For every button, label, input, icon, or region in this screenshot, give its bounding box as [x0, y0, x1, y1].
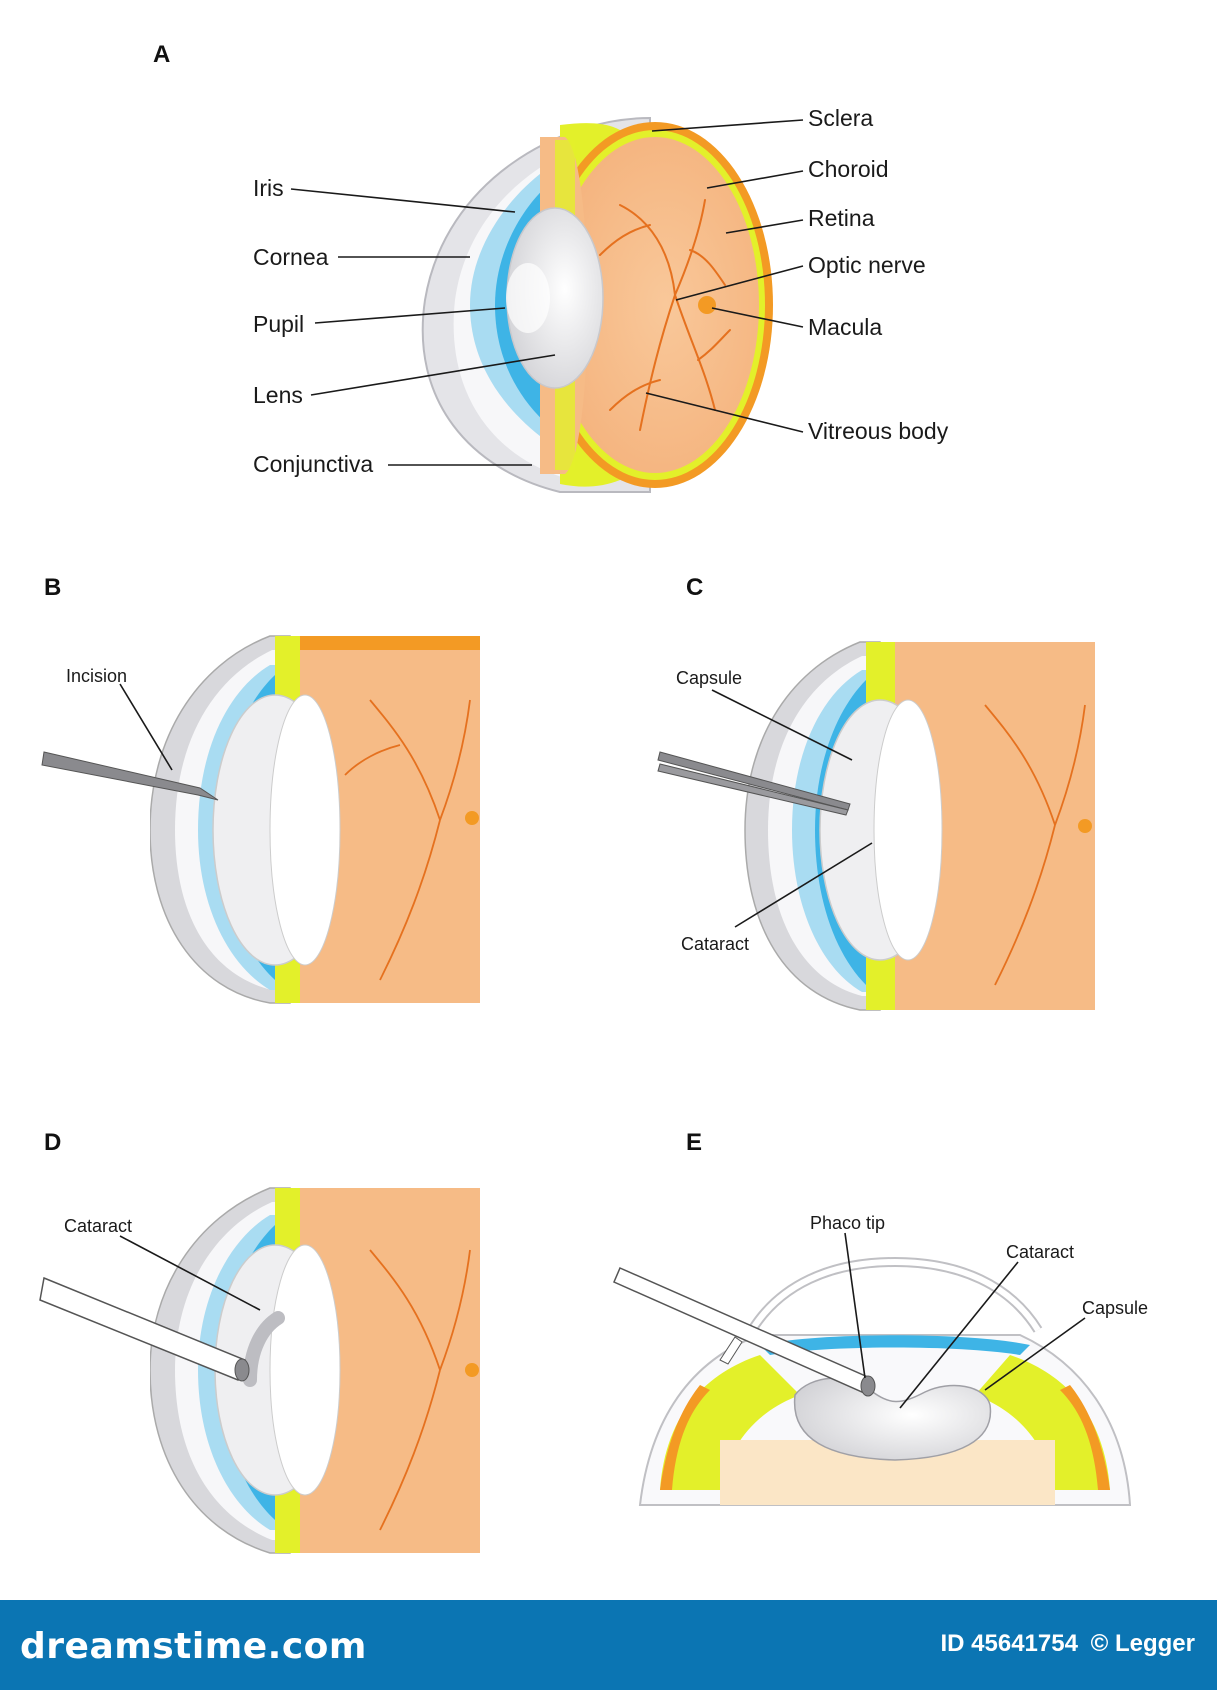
- cataract-leader-c: [734, 842, 873, 928]
- forceps-arm: [657, 763, 849, 816]
- panel-e-letter: E: [686, 1129, 702, 1156]
- eye-detail-d: [150, 1187, 480, 1554]
- lens-highlight: [506, 263, 550, 333]
- cataract-leader-e: [899, 1261, 1019, 1409]
- incision-leader: [119, 683, 173, 771]
- eye-front-section-e: [613, 1256, 1132, 1506]
- footer-author: © Legger: [1090, 1630, 1195, 1657]
- phaco-handpiece-icon: [39, 1276, 246, 1381]
- label-macula: Macula: [808, 314, 882, 340]
- panel-e: E: [613, 1129, 1148, 1506]
- label-retina: Retina: [808, 205, 875, 231]
- label-pupil: Pupil: [253, 311, 304, 337]
- label-cataract-e: Cataract: [1006, 1242, 1074, 1262]
- footer-credit: ID 45641754 © Legger: [935, 1630, 1196, 1658]
- watermark-footer: dreamstime.com ID 45641754 © Legger: [0, 1600, 1217, 1690]
- retinal-vessels: [599, 199, 731, 431]
- label-cataract-c: Cataract: [681, 934, 749, 954]
- footer-image-id: ID 45641754: [940, 1630, 1078, 1657]
- iris-leader: [290, 188, 516, 213]
- label-iris: Iris: [253, 175, 284, 201]
- choroid-leader: [706, 170, 804, 189]
- macula-spot: [698, 296, 716, 314]
- panel-c: C Capsule Cataract: [657, 574, 1095, 1011]
- label-vitreous-body: Vitreous body: [808, 418, 949, 444]
- panel-b: B Incision: [41, 574, 480, 1004]
- eye-detail-b: [150, 635, 480, 1004]
- label-cataract-d: Cataract: [64, 1216, 132, 1236]
- label-phaco-tip: Phaco tip: [810, 1213, 885, 1233]
- label-capsule-c: Capsule: [676, 668, 742, 688]
- eye-cross-section: [421, 116, 773, 493]
- phaco-tip-icon: [234, 1358, 250, 1382]
- capsule-leader-c: [711, 689, 853, 761]
- lens-leader: [310, 354, 556, 396]
- label-capsule-e: Capsule: [1082, 1298, 1148, 1318]
- label-optic-nerve: Optic nerve: [808, 252, 926, 278]
- retina-leader: [725, 219, 804, 234]
- panel-b-letter: B: [44, 574, 61, 601]
- pupil-leader: [314, 307, 506, 324]
- macula-leader: [711, 307, 804, 328]
- sclera-leader: [651, 119, 804, 132]
- scalpel-icon: [41, 751, 219, 801]
- cataract-leader-d: [119, 1235, 261, 1311]
- eye-detail-c: [744, 641, 1095, 1011]
- label-sclera: Sclera: [808, 105, 873, 131]
- panel-a: A: [153, 41, 949, 493]
- label-incision: Incision: [66, 666, 127, 686]
- label-choroid: Choroid: [808, 156, 889, 182]
- vitreous-leader: [645, 392, 804, 433]
- label-cornea: Cornea: [253, 244, 329, 270]
- eye-diagram-canvas: A: [39, 41, 1148, 1554]
- capsule-leader-e: [984, 1317, 1086, 1391]
- phaco-tip-leader: [844, 1232, 866, 1379]
- footer-brand: dreamstime.com: [20, 1626, 367, 1667]
- panel-a-letter: A: [153, 41, 170, 68]
- panel-d-letter: D: [44, 1129, 61, 1156]
- label-conjunctiva: Conjunctiva: [253, 451, 373, 477]
- panel-d: D Cataract: [39, 1129, 480, 1554]
- optic-nerve-leader: [675, 265, 804, 301]
- vitreous-body: [551, 137, 759, 473]
- label-lens: Lens: [253, 382, 303, 408]
- panel-c-letter: C: [686, 574, 703, 601]
